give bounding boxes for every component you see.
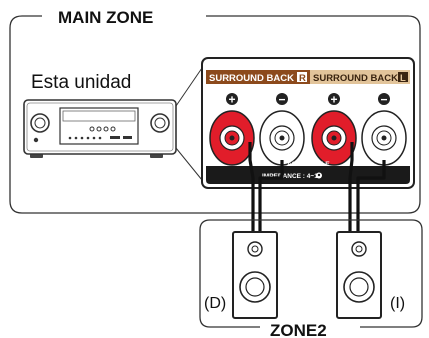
unit-to-panel-connector: [175, 67, 203, 107]
main-zone-title: MAIN ZONE: [58, 8, 153, 27]
zone2-title: ZONE2: [270, 321, 327, 338]
ohm-icon: [316, 172, 322, 179]
unit-to-panel-connector: [175, 147, 203, 181]
terminal-right-plus[interactable]: [209, 110, 255, 166]
speaker-wires: [248, 142, 386, 232]
speaker-right-icon: [232, 231, 278, 319]
zone2-frame: [199, 219, 423, 328]
header-surround-back-left: [310, 70, 410, 84]
terminal-left-plus[interactable]: [311, 110, 357, 166]
input-knob-icon: [150, 113, 170, 133]
speaker-terminal-panel: SURROUND BACK R SURROUND BACK L + − + −: [201, 57, 415, 189]
header-right-label: SURROUND BACK: [209, 73, 294, 84]
av-receiver: [23, 99, 177, 158]
speaker-left-label: (I): [390, 295, 405, 312]
wire-right-plus: [248, 142, 255, 232]
volume-knob-icon: [30, 113, 50, 133]
minus-icon: −: [378, 93, 390, 107]
svg-text:+: +: [330, 93, 337, 107]
svg-text:−: −: [380, 93, 387, 107]
svg-text:−: −: [278, 93, 285, 107]
speaker-right-label: (D): [204, 295, 226, 312]
assignable-label: ASSIGNABLE: [287, 161, 330, 168]
header-left-label: SURROUND BACK: [313, 73, 398, 84]
header-right-channel: R: [299, 73, 306, 84]
wire-left-plus: [348, 142, 354, 232]
wire-left-minus: [356, 160, 386, 232]
power-button-icon: [33, 137, 39, 143]
terminal-left-minus[interactable]: [361, 110, 407, 166]
terminal-right-minus[interactable]: [259, 110, 305, 166]
wire-right-minus: [258, 160, 284, 232]
impedance-label: IMPEDANCE : 4~16: [262, 173, 322, 180]
unit-label: Esta unidad: [31, 72, 131, 93]
plus-icon: +: [226, 93, 238, 107]
minus-icon: −: [276, 93, 288, 107]
svg-text:+: +: [228, 93, 235, 107]
plus-icon: +: [328, 93, 340, 107]
main-zone-frame: [9, 15, 421, 214]
header-left-channel: L: [400, 73, 406, 84]
header-surround-back-right: [206, 70, 310, 84]
speaker-left-icon: [336, 231, 382, 319]
